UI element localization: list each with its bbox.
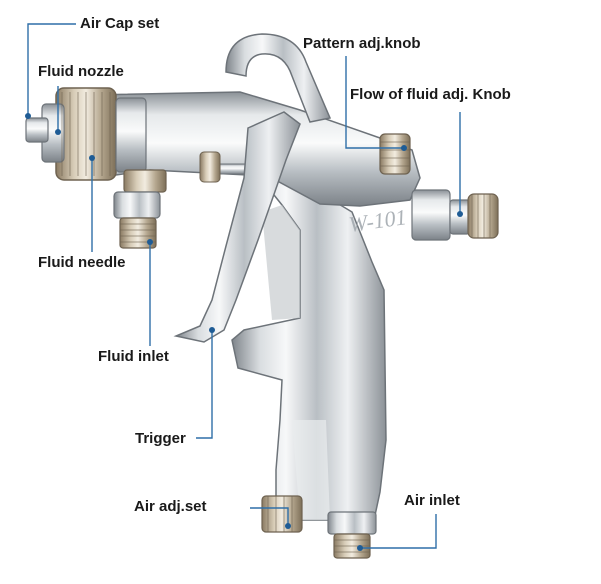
gun-hook (225, 33, 332, 123)
leader-air-adj (250, 507, 289, 526)
leader-dots (25, 113, 463, 551)
label-pattern-adj-knob: Pattern adj.knob (303, 35, 421, 52)
leader-air-inlet (360, 514, 437, 549)
fluid-inlet-fitting (123, 169, 167, 193)
label-air-cap-set: Air Cap set (80, 15, 160, 32)
trigger-lever (173, 111, 301, 343)
label-fluid-nozzle: Fluid nozzle (38, 63, 124, 80)
leader-pattern (345, 56, 404, 149)
leader-trigger (196, 330, 213, 439)
label-air-adj-set: Air adj.set (134, 498, 207, 515)
model-engraving: W-101 (347, 204, 408, 237)
label-air-inlet: Air inlet (404, 492, 460, 509)
label-trigger: Trigger (135, 430, 186, 447)
gun-grip (231, 149, 387, 521)
label-flow-fluid-adj-knob: Flow of fluid adj. Knob (350, 86, 511, 103)
label-fluid-needle: Fluid needle (38, 254, 126, 271)
leader-lines (27, 23, 461, 549)
label-fluid-inlet: Fluid inlet (98, 348, 169, 365)
fluid-nozzle-tip (25, 117, 49, 143)
leader-air-cap (27, 23, 76, 116)
pattern-knob (379, 133, 411, 175)
